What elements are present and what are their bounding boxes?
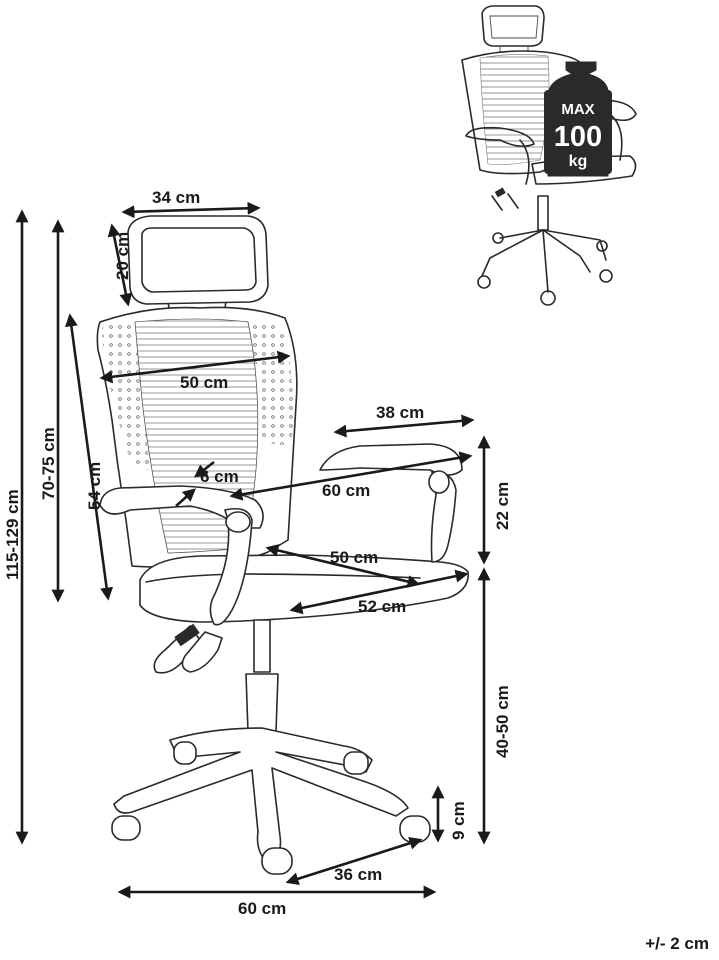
badge-line2: 100 — [554, 121, 602, 153]
dimension-arrows — [15, 201, 491, 899]
label-seat-depth: 50 cm — [330, 548, 378, 567]
label-total-height: 115-129 cm — [3, 489, 22, 580]
label-armrest-height: 22 cm — [493, 482, 512, 530]
label-seat-height: 40-50 cm — [493, 685, 512, 758]
small-chair-illustration — [461, 5, 637, 306]
label-inner-width: 60 cm — [322, 481, 370, 500]
label-armrest-length: 38 cm — [376, 403, 424, 422]
label-backrest-height: 54 cm — [85, 462, 104, 510]
label-backrest-width: 50 cm — [180, 373, 228, 392]
star-base — [113, 727, 409, 857]
label-base-width: 60 cm — [238, 899, 286, 918]
label-headrest-width: 34 cm — [152, 188, 200, 207]
label-seat-width: 52 cm — [358, 597, 406, 616]
label-headrest-height: 20 cm — [113, 232, 132, 280]
wheels — [111, 741, 431, 875]
badge-line3: kg — [569, 153, 588, 170]
badge-line1: MAX — [561, 101, 594, 118]
label-back-height: 70-75 cm — [39, 427, 58, 500]
label-armrest-width: 6 cm — [200, 467, 239, 486]
label-leg-length: 36 cm — [334, 865, 382, 884]
max-weight-badge: MAX 100 kg — [544, 61, 612, 177]
left-armrest — [99, 485, 264, 529]
main-chair-illustration — [96, 215, 469, 875]
label-wheel-height: 9 cm — [449, 801, 468, 840]
seat — [139, 554, 469, 623]
dimension-labels: 34 cm 20 cm 50 cm 115-129 cm 70-75 cm 54… — [3, 188, 512, 918]
tolerance-note: +/- 2 cm — [645, 934, 709, 953]
